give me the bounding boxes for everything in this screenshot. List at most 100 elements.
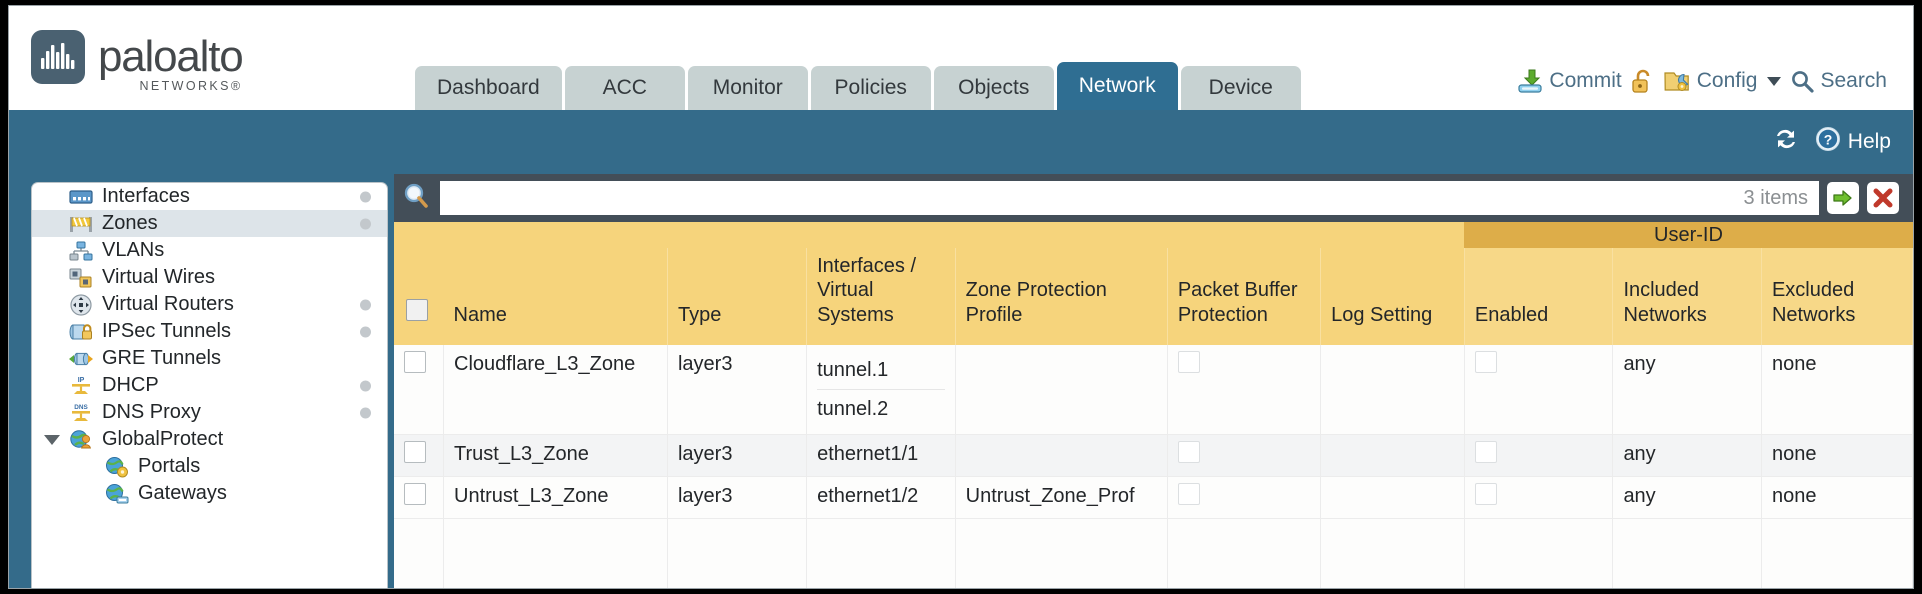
apply-filter-button[interactable] [1827,182,1859,214]
sidebar-item-portals[interactable]: Portals [32,453,387,480]
tab-network[interactable]: Network [1056,62,1178,110]
help-button[interactable]: ? Help [1815,126,1891,157]
cell-name[interactable]: Trust_L3_Zone [443,434,668,478]
ipsec-tunnels-icon [68,321,94,343]
col-header-excluded-networks[interactable]: Excluded Networks [1761,248,1913,346]
tab-monitor[interactable]: Monitor [687,66,808,110]
packet-buffer-protection-checkbox[interactable] [1177,351,1200,374]
unlock-icon [1631,68,1655,94]
sidebar-item-label: Zones [102,212,158,234]
commit-label: Commit [1549,69,1622,92]
packet-buffer-protection-checkbox[interactable] [1177,441,1200,464]
brand-logo[interactable]: paloalto NETWORKS® [31,30,244,94]
collapse-triangle-icon[interactable] [44,434,60,445]
cell-interfaces: tunnel.1 tunnel.2 [806,345,956,436]
tab-policies[interactable]: Policies [810,66,931,110]
sidebar-item-dhcp[interactable]: IP DHCP [32,372,387,399]
col-header-included-networks[interactable]: Included Networks [1612,248,1762,346]
row-checkbox[interactable] [404,483,426,506]
userid-enabled-checkbox[interactable] [1474,483,1497,506]
userid-enabled-checkbox[interactable] [1474,441,1497,464]
sidebar-item-globalprotect[interactable]: GlobalProtect [32,426,387,453]
col-header-zone-protection-profile[interactable]: Zone Protection Profile [955,248,1168,346]
packet-buffer-protection-checkbox[interactable] [1177,483,1200,506]
lock-button[interactable] [1631,68,1655,94]
clear-filter-button[interactable] [1867,182,1899,214]
row-checkbox[interactable] [404,351,426,374]
sidebar-item-vlans[interactable]: VLANs [32,237,387,264]
sidebar-item-virtual-routers[interactable]: Virtual Routers [32,291,387,318]
main-area: Interfaces Zones [9,174,1913,588]
items-count-label: 3 items [1743,186,1808,209]
table-row[interactable]: Cloudflare_L3_Zone layer3 tunnel.1 tunne… [394,345,1913,436]
help-icon: ? [1815,126,1841,157]
search-input[interactable]: 3 items [440,181,1819,215]
vlans-icon [68,240,94,262]
sidebar-item-gateways[interactable]: Gateways [32,480,387,507]
sidebar-item-gre-tunnels[interactable]: GRE Tunnels [32,345,387,372]
tab-device[interactable]: Device [1180,66,1301,110]
tab-objects[interactable]: Objects [933,66,1054,110]
status-dot [360,326,371,337]
table-row[interactable]: Trust_L3_Zone layer3 ethernet1/1 a [394,434,1913,478]
status-dot [360,191,371,202]
sidebar-item-label: Gateways [138,482,227,504]
cell-type: layer3 [667,476,808,520]
interface-item: tunnel.1 [817,351,945,391]
tab-acc[interactable]: ACC [564,66,685,110]
svg-text:DNS: DNS [74,404,88,411]
sidebar-item-zones[interactable]: Zones [32,210,387,237]
sidebar-item-label: Virtual Wires [102,266,215,288]
zones-icon [68,213,94,235]
col-header-type[interactable]: Type [667,248,808,346]
col-header-name[interactable]: Name [443,248,668,346]
status-dot [360,218,371,229]
cell-type: layer3 [667,345,808,436]
cell-excluded-networks: none [1761,434,1913,478]
cell-packet-buffer-protection [1167,476,1322,520]
sidebar-item-label: Virtual Routers [102,293,234,315]
close-icon [1873,188,1893,208]
brand-wordmark: paloalto NETWORKS® [98,35,244,94]
brand-tagline: NETWORKS® [139,79,243,93]
sidebar-item-interfaces[interactable]: Interfaces [32,183,387,210]
cell-excluded-networks: none [1761,476,1913,520]
cell-name[interactable]: Untrust_L3_Zone [443,476,668,520]
main-nav-tabs: Dashboard ACC Monitor Policies Objects N… [415,62,1301,110]
cell-packet-buffer-protection [1167,345,1322,436]
tab-dashboard[interactable]: Dashboard [415,66,562,110]
sidebar-item-virtual-wires[interactable]: Virtual Wires [32,264,387,291]
col-header-enabled[interactable]: Enabled [1464,248,1614,346]
gateways-icon [104,483,130,505]
userid-enabled-checkbox[interactable] [1474,351,1497,374]
sidebar-item-label: IPSec Tunnels [102,320,231,342]
interface-item: tunnel.2 [817,398,889,421]
svg-text:IP: IP [78,377,85,384]
table-row[interactable]: Untrust_L3_Zone layer3 ethernet1/2 Untru… [394,476,1913,520]
browser-frame: paloalto NETWORKS® Dashboard ACC Monitor… [8,5,1914,589]
zones-table-head: User-ID Name Type Interfaces / Virtual S… [394,222,1913,346]
search-button[interactable]: Search [1790,69,1887,93]
sidebar-item-ipsec-tunnels[interactable]: IPSec Tunnels [32,318,387,345]
interface-list: tunnel.1 tunnel.2 [817,351,945,428]
status-dot [360,380,371,391]
refresh-icon [1773,127,1799,156]
col-header-log-setting[interactable]: Log Setting [1320,248,1465,346]
col-header-interfaces[interactable]: Interfaces / Virtual Systems [806,248,956,346]
commit-icon [1517,68,1543,94]
sidebar-item-label: Interfaces [102,185,190,207]
search-icon [1790,69,1815,93]
col-header-packet-buffer-protection[interactable]: Packet Buffer Protection [1167,248,1322,346]
config-button[interactable]: Config [1664,68,1782,94]
cell-name[interactable]: Cloudflare_L3_Zone [443,345,668,436]
filter-bar: 3 items [394,174,1913,222]
zones-table-container: User-ID Name Type Interfaces / Virtual S… [394,222,1913,588]
virtual-wires-icon [68,267,94,289]
cell-included-networks: any [1612,434,1762,478]
select-all-checkbox[interactable] [406,298,428,321]
row-checkbox[interactable] [404,441,426,464]
sidebar-item-dns-proxy[interactable]: DNS DNS Proxy [32,399,387,426]
commit-button[interactable]: Commit [1517,68,1622,94]
chevron-down-icon[interactable] [1767,76,1782,86]
refresh-button[interactable] [1773,127,1799,156]
